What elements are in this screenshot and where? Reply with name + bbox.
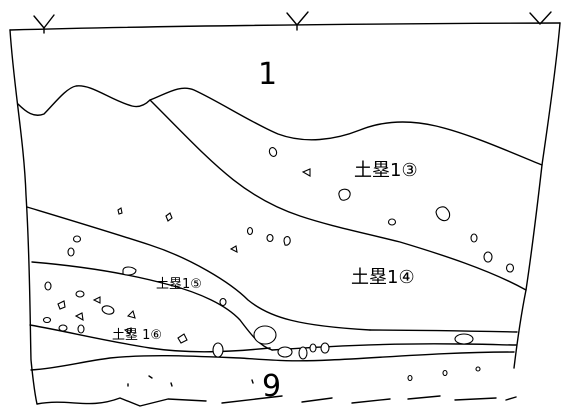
label-layer-9: 9	[262, 369, 281, 404]
label-layer-6: 土塁 1⑥	[112, 328, 162, 343]
pebbles	[42, 147, 515, 387]
label-layer-5: 土塁1⑤	[156, 277, 202, 292]
section-right-edge	[513, 22, 561, 369]
boundary-layer-9-top	[30, 351, 515, 371]
survey-marker	[33, 14, 55, 34]
label-layer-4: 土塁1④	[351, 267, 415, 288]
boundary-layer-4-5	[31, 261, 273, 351]
boundary-thin-band-top	[369, 329, 518, 333]
ground-surface-line	[9, 22, 561, 31]
survey-marker	[529, 11, 552, 25]
label-layer-3: 土塁1③	[354, 160, 418, 181]
survey-marker	[286, 11, 309, 31]
section-bottom-edge	[36, 395, 517, 407]
label-layer-1: 1	[258, 57, 277, 92]
boundary-layer-3-4	[149, 99, 527, 291]
boundary-thin-band-bottom	[271, 343, 517, 351]
boundary-layer-1-3	[17, 85, 543, 166]
boundary-upper-4	[26, 206, 371, 331]
section-left-edge	[9, 29, 38, 405]
